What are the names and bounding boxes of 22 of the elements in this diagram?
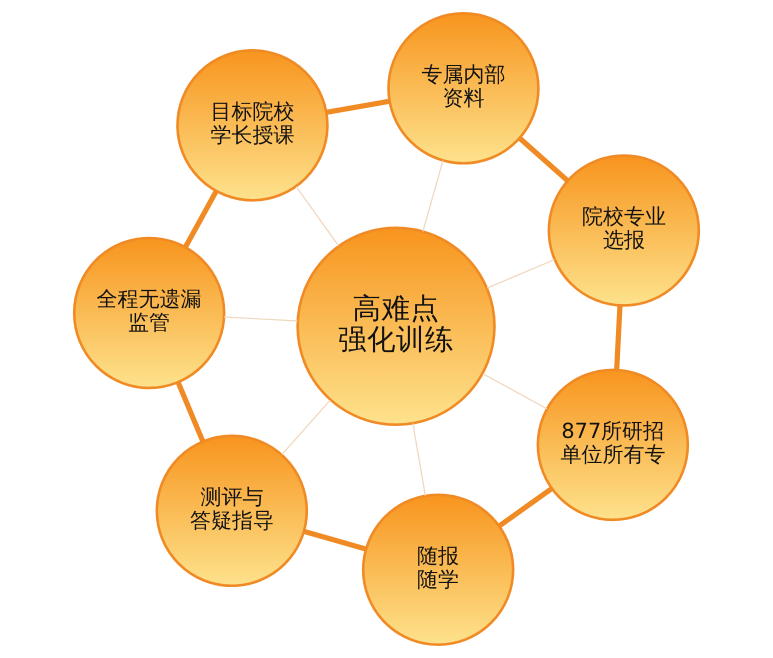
connector	[422, 160, 444, 232]
connector	[498, 486, 553, 528]
connector	[326, 98, 390, 115]
connector	[486, 259, 555, 289]
node-circle: 随报随学	[362, 493, 514, 646]
node-circle: 高难点强化训练	[296, 226, 496, 426]
connector	[518, 136, 570, 183]
connector	[224, 316, 298, 322]
connector	[176, 381, 206, 442]
node-circle: 目标院校学长授课	[176, 49, 329, 202]
connector	[282, 400, 331, 455]
node-circle: 院校专业选报	[548, 154, 700, 307]
connector	[296, 186, 339, 246]
connector	[614, 305, 623, 370]
node-circle: 测评与答疑指导	[156, 434, 308, 588]
connector	[412, 423, 426, 496]
connector	[183, 190, 218, 248]
connector	[482, 373, 548, 410]
node-circle: 全程无遗漏监管	[72, 236, 226, 390]
connector	[303, 528, 367, 552]
node-circle: 专属内部资料	[387, 12, 540, 165]
node-circle: 877所研招单位所有专	[536, 368, 690, 522]
